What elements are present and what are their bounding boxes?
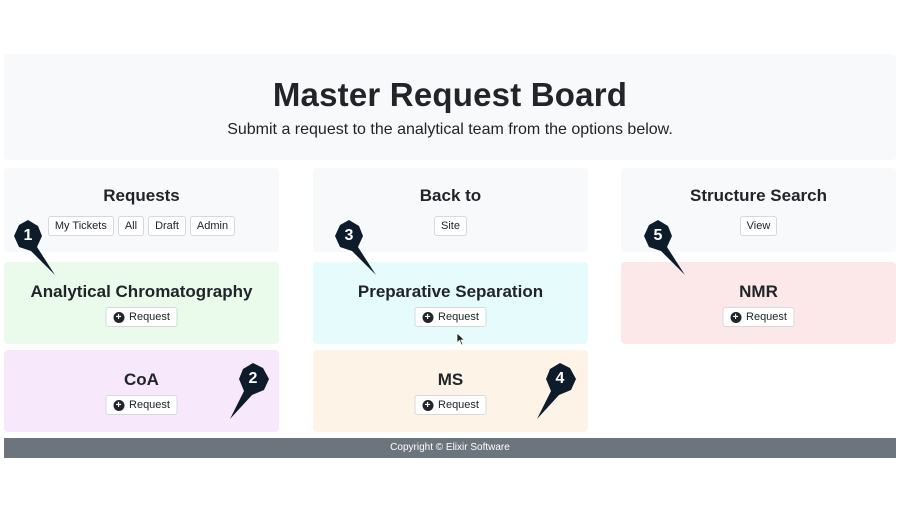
page-header: Master Request Board Submit a request to… — [4, 54, 896, 160]
request-label: Request — [746, 311, 787, 323]
my-tickets-button[interactable]: My Tickets — [47, 216, 114, 236]
callout-bubble-icon — [335, 220, 376, 275]
card-preparative-separation: Preparative Separation + Request — [313, 262, 588, 344]
structure-search-title: Structure Search — [690, 186, 827, 205]
callout-number: 1 — [23, 227, 33, 244]
callout-marker-2: 2 — [222, 362, 292, 432]
card-coa: CoA + Request — [4, 350, 279, 432]
card-ms: MS + Request — [313, 350, 588, 432]
callout-number: 3 — [344, 227, 354, 244]
request-label: Request — [129, 311, 170, 323]
admin-button[interactable]: Admin — [189, 216, 236, 236]
view-button[interactable]: View — [739, 216, 778, 236]
callout-marker-1: 1 — [11, 219, 81, 289]
callout-bubble-icon — [644, 220, 685, 275]
card-analytical-chromatography: Analytical Chromatography + Request — [4, 262, 279, 344]
requests-panel: Requests My Tickets All Draft Admin — [4, 168, 279, 252]
request-button[interactable]: + Request — [414, 395, 487, 415]
callout-marker-4: 4 — [529, 362, 599, 432]
callout-marker-3: 3 — [332, 219, 402, 289]
card-title: MS — [437, 370, 464, 389]
requests-title: Requests — [103, 186, 180, 205]
card-title: Analytical Chromatography — [30, 282, 253, 301]
page-subtitle: Submit a request to the analytical team … — [227, 121, 673, 138]
all-button[interactable]: All — [117, 216, 145, 236]
request-label: Request — [129, 399, 170, 411]
callout-bubble-icon — [537, 363, 576, 419]
card-title: NMR — [739, 282, 778, 301]
request-button[interactable]: + Request — [414, 307, 487, 327]
callout-marker-5: 5 — [641, 219, 711, 289]
back-to-title: Back to — [419, 186, 482, 205]
mouse-cursor-icon — [456, 332, 466, 351]
page-title: Master Request Board — [272, 76, 628, 113]
callout-number: 5 — [653, 227, 663, 244]
plus-circle-icon: + — [422, 311, 434, 323]
callout-number: 2 — [248, 370, 258, 387]
card-title: Preparative Separation — [357, 282, 544, 301]
callout-number: 4 — [555, 370, 565, 387]
draft-button[interactable]: Draft — [148, 216, 186, 236]
plus-circle-icon: + — [730, 311, 742, 323]
request-button[interactable]: + Request — [105, 307, 178, 327]
card-title: CoA — [124, 370, 159, 389]
plus-circle-icon: + — [422, 399, 434, 411]
site-button[interactable]: Site — [434, 216, 467, 236]
callout-bubble-icon — [14, 220, 55, 275]
card-nmr: NMR + Request — [621, 262, 896, 344]
plus-circle-icon: + — [113, 399, 125, 411]
plus-circle-icon: + — [113, 311, 125, 323]
request-button[interactable]: + Request — [722, 307, 795, 327]
request-button[interactable]: + Request — [105, 395, 178, 415]
callout-bubble-icon — [230, 363, 269, 419]
request-label: Request — [438, 311, 479, 323]
footer: Copyright © Elixir Software — [4, 438, 896, 458]
request-label: Request — [438, 399, 479, 411]
